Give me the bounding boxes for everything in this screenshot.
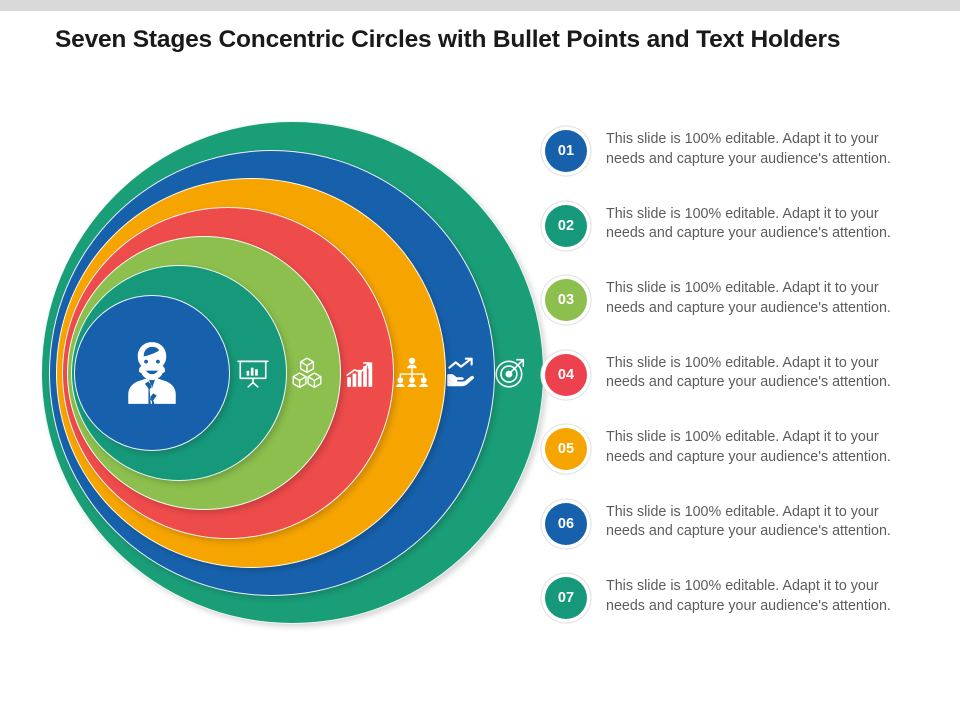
page-title: Seven Stages Concentric Circles with Bul… — [55, 26, 841, 53]
list-item[interactable]: 05 This slide is 100% editable. Adapt it … — [545, 426, 925, 486]
status-badge[interactable]: 02 — [545, 204, 587, 247]
list-item-text: This slide is 100% editable. Adapt it to… — [606, 280, 891, 316]
target-arrow-icon — [493, 356, 527, 390]
status-badge[interactable]: 03 — [545, 279, 587, 321]
list-item[interactable]: 01 This slide is 100% editable. Adapt it … — [545, 128, 925, 188]
slide-top-band — [0, 0, 960, 11]
status-badge[interactable]: 07 — [545, 577, 587, 619]
concentric-circles-diagram — [38, 120, 544, 625]
list-item-text: This slide is 100% editable. Adapt it to… — [606, 354, 891, 391]
list-item[interactable]: 06 This slide is 100% editable. Adapt it … — [545, 501, 925, 561]
list-item-text: This slide is 100% editable. Adapt it to… — [606, 205, 891, 242]
hand-growth-chart-icon — [444, 356, 478, 390]
list-item[interactable]: 07 This slide is 100% editable. Adapt it … — [545, 575, 925, 635]
status-badge[interactable]: 01 — [545, 130, 587, 172]
list-item[interactable]: 04 This slide is 100% editable. Adapt it … — [545, 352, 925, 412]
status-badge[interactable]: 06 — [545, 502, 587, 545]
list-item[interactable]: 03 This slide is 100% editable. Adapt it … — [545, 277, 925, 337]
status-badge[interactable]: 05 — [545, 428, 587, 470]
list-item[interactable]: 02 This slide is 100% editable. Adapt it … — [545, 203, 925, 263]
list-item-text: This slide is 100% editable. Adapt it to… — [606, 578, 891, 614]
list-item-text: This slide is 100% editable. Adapt it to… — [606, 429, 891, 465]
growth-bar-chart-icon — [343, 356, 377, 390]
presentation-chart-icon — [236, 356, 270, 390]
list-item-text: This slide is 100% editable. Adapt it to… — [606, 131, 891, 167]
network-people-icon — [395, 356, 429, 390]
stacked-cubes-icon — [290, 356, 324, 390]
status-badge[interactable]: 04 — [545, 353, 587, 396]
businessman-icon — [114, 335, 190, 411]
list-item-text: This slide is 100% editable. Adapt it to… — [606, 503, 891, 540]
ring-stage-01[interactable] — [74, 294, 230, 451]
